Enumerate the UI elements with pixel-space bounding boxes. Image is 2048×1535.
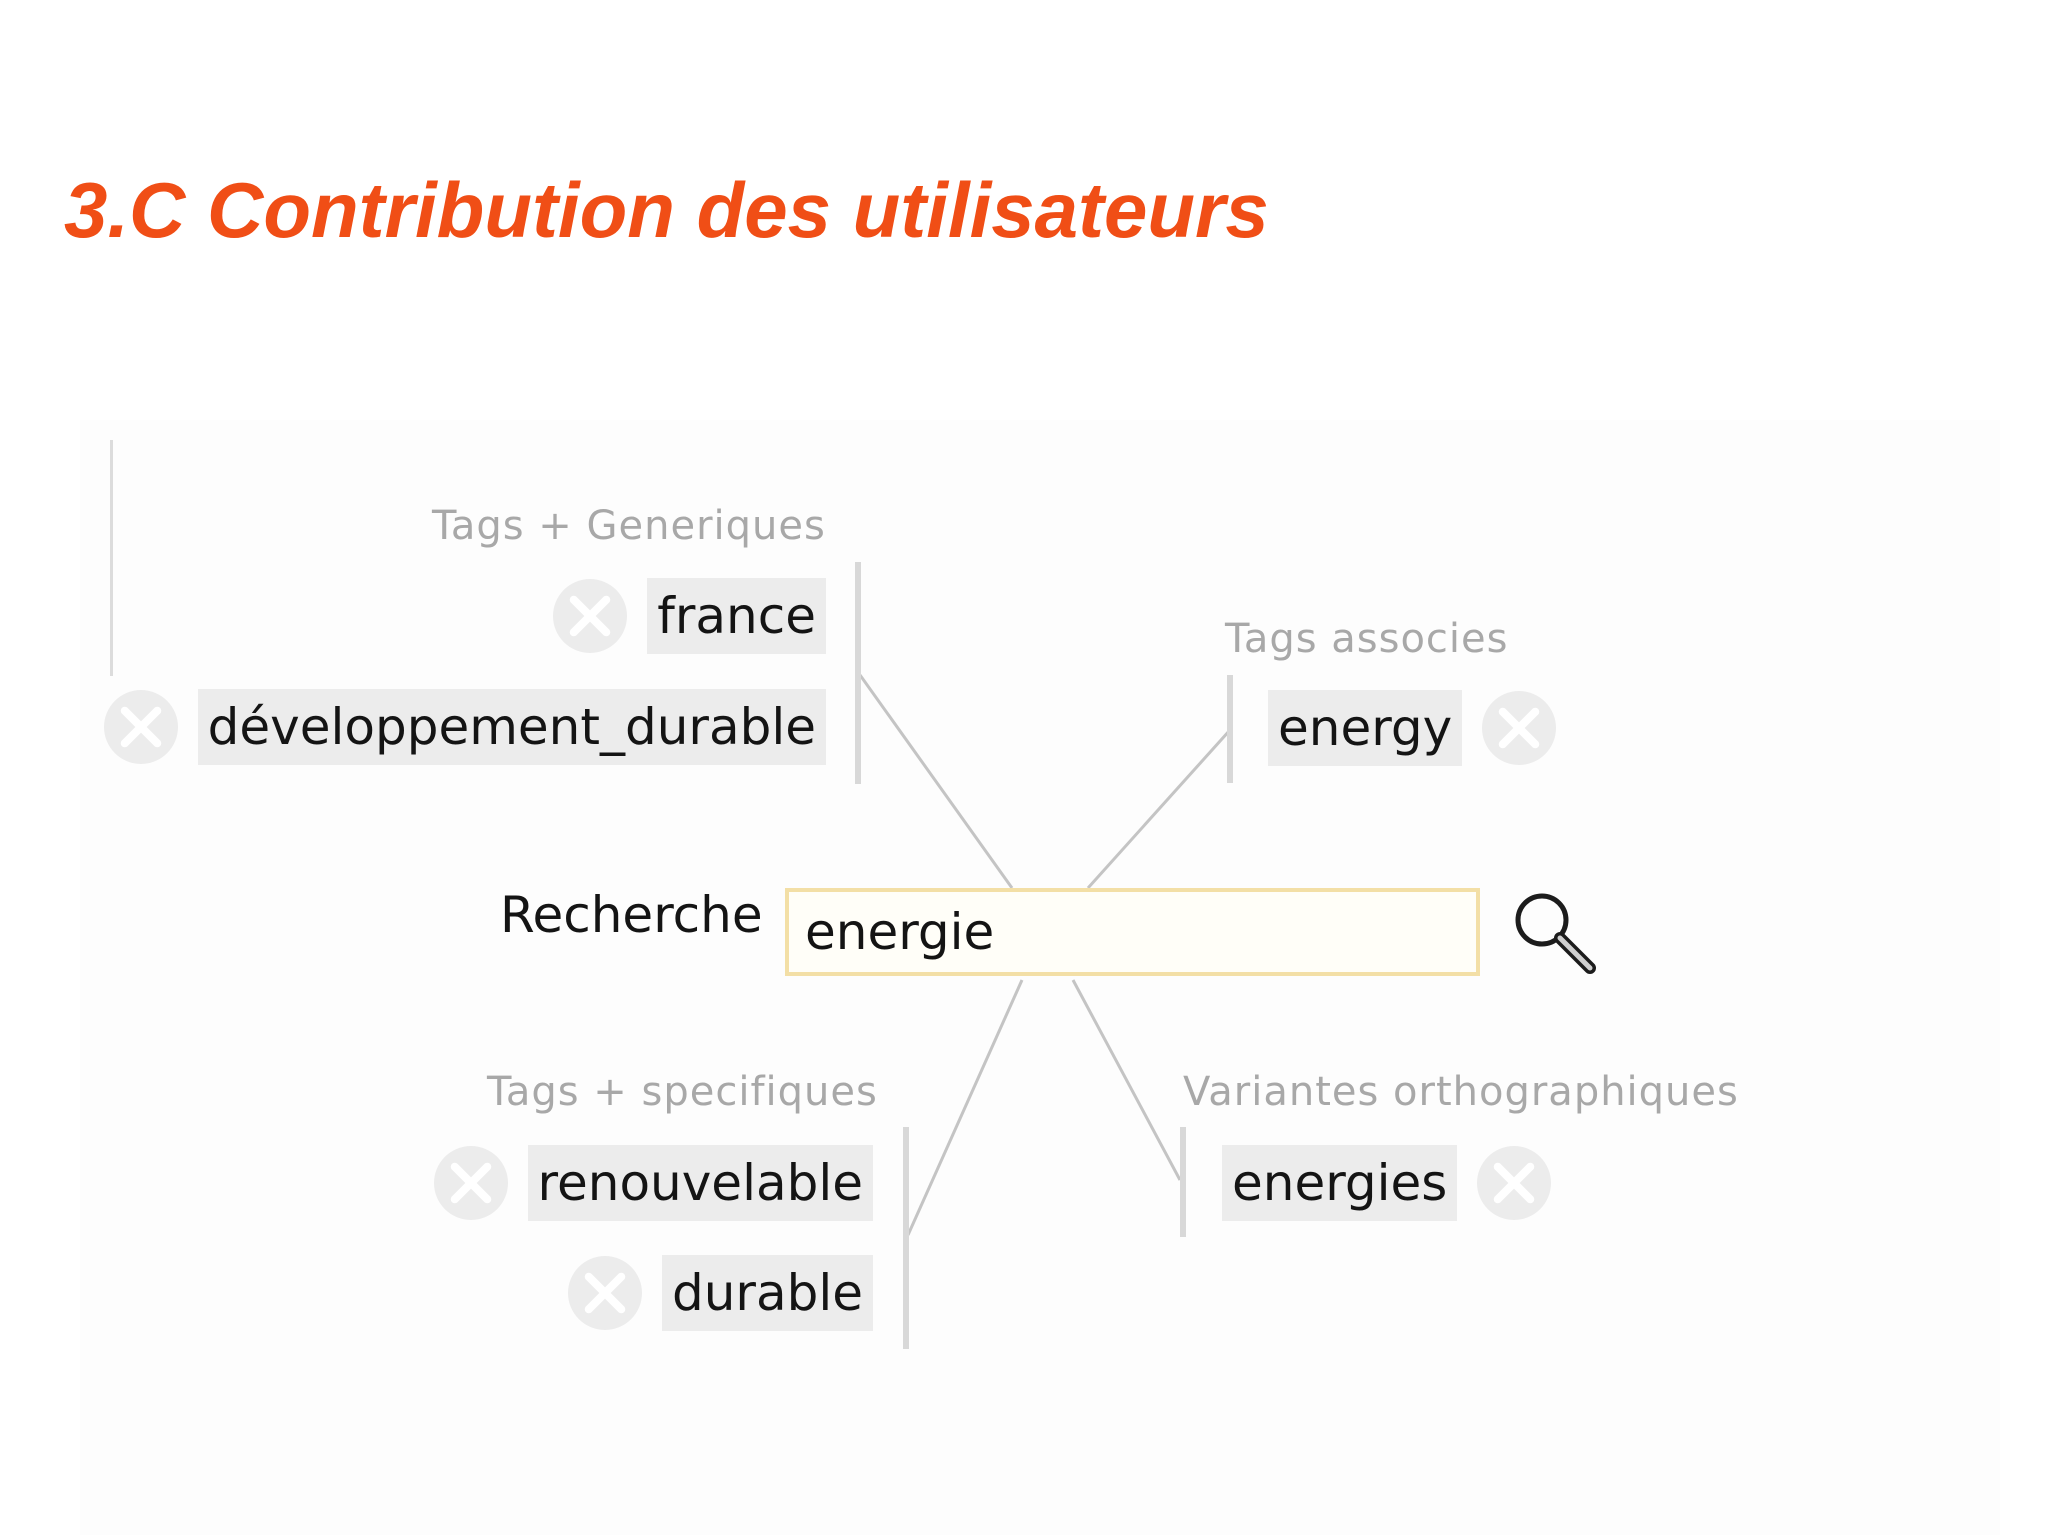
tag-chip[interactable]: durable [661, 1255, 873, 1331]
tag-chip[interactable]: energies [1222, 1145, 1458, 1221]
remove-icon[interactable] [103, 690, 178, 764]
tag-chip[interactable]: energy [1268, 690, 1463, 766]
group-label-specific: Tags + specifiques [487, 1069, 878, 1115]
group-bar-generic [855, 562, 861, 784]
slide-title: 3.C Contribution des utilisateurs [64, 166, 1269, 254]
group-bar-specific [903, 1127, 909, 1349]
group-bar-variants [1180, 1127, 1186, 1237]
search-input[interactable] [785, 888, 1480, 976]
tag-row-durable: durable [567, 1255, 873, 1331]
remove-icon[interactable] [1482, 691, 1557, 765]
tag-row-developpement-durable: développement_durable [103, 689, 826, 765]
tag-chip[interactable]: renouvelable [527, 1145, 873, 1221]
group-bar-associated [1227, 675, 1233, 783]
tag-chip[interactable]: développement_durable [197, 689, 826, 765]
group-label-associated: Tags associes [1225, 616, 1509, 662]
tag-chip[interactable]: france [647, 578, 826, 654]
remove-icon[interactable] [433, 1146, 508, 1220]
search-label: Recherche [500, 886, 763, 944]
remove-icon[interactable] [567, 1256, 642, 1330]
tag-navigator-panel [80, 420, 2000, 1535]
tag-row-france: france [553, 578, 826, 654]
tag-row-energies: energies [1222, 1145, 1552, 1221]
tag-row-energy: energy [1268, 690, 1557, 766]
group-label-variants: Variantes orthographiques [1183, 1069, 1739, 1115]
remove-icon[interactable] [553, 579, 628, 653]
tag-row-renouvelable: renouvelable [433, 1145, 873, 1221]
magnifier-icon[interactable] [1510, 888, 1600, 978]
group-label-generic: Tags + Generiques [432, 503, 826, 549]
remove-icon[interactable] [1477, 1146, 1552, 1220]
panel-edge-divider [110, 440, 113, 676]
